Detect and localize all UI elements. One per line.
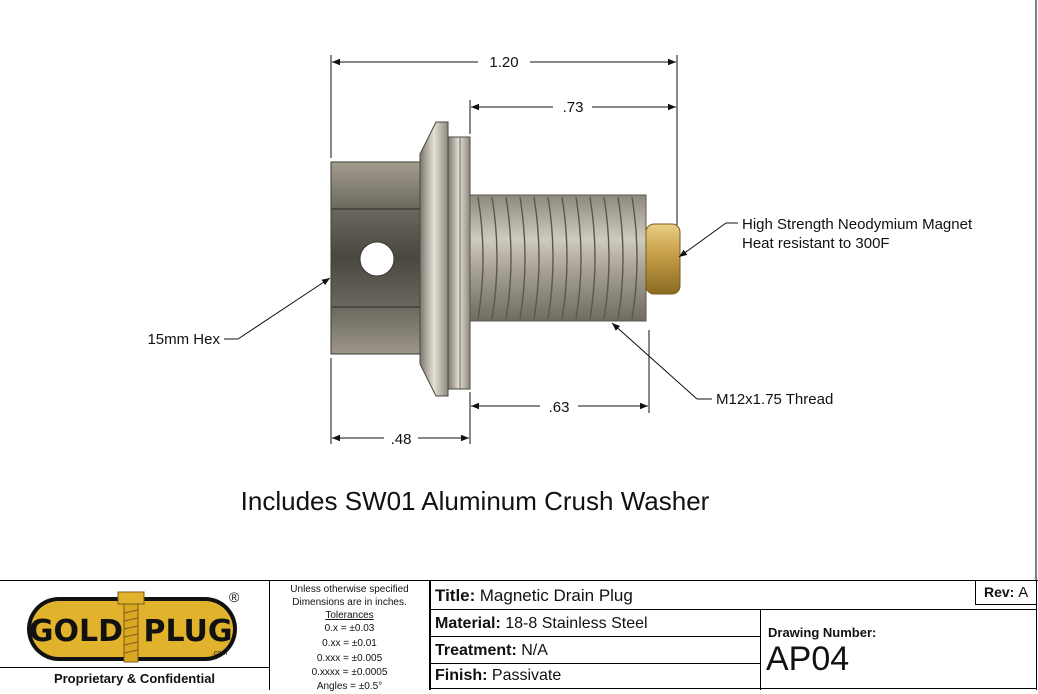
treatment-field: Treatment: N/A <box>435 642 548 660</box>
finish-value: Passivate <box>491 667 562 684</box>
finish-label: Finish: <box>435 667 488 684</box>
thread-crest <box>533 196 540 320</box>
callout-hex: 15mm Hex <box>147 331 220 348</box>
callout-magnet-line2: Heat resistant to 300F <box>742 235 890 252</box>
rev-value: A <box>1018 584 1029 601</box>
finish-field: Finish: Passivate <box>435 667 561 685</box>
tolerance-row: Angles = ±0.5° <box>316 681 383 692</box>
treatment-label: Treatment: <box>435 642 517 659</box>
callout-magnet-line1: High Strength Neodymium Magnet <box>742 216 973 233</box>
safety-wire-hole <box>359 241 395 277</box>
tolerance-row: 0.xxx = ±0.005 <box>316 653 383 664</box>
flange <box>419 121 449 397</box>
logo-word-right: PLUG <box>143 614 232 649</box>
dimension-head-length <box>330 358 471 444</box>
callout-magnet-leader <box>678 222 738 258</box>
dim-label-overall: 1.20 <box>489 54 518 71</box>
dim-label-thread-length: .63 <box>549 399 570 416</box>
logo-badge: GOLD PLUG .com <box>27 591 237 663</box>
thread-crest <box>547 196 554 320</box>
dim-label-thread-plus-magnet: .73 <box>563 99 584 116</box>
material-label: Material: <box>435 615 501 632</box>
logo-word-left: GOLD <box>29 614 123 649</box>
threaded-shank <box>469 194 647 322</box>
title-label: Title: <box>435 586 476 605</box>
drawing-number-value: AP04 <box>766 640 850 678</box>
tolerance-note-line2: Dimensions are in inches. <box>292 597 407 608</box>
material-value: 18-8 Stainless Steel <box>505 615 648 632</box>
thread-crest <box>561 196 568 320</box>
callout-thread-leader <box>611 322 712 400</box>
thread-crest <box>603 196 610 320</box>
title-value: Magnetic Drain Plug <box>479 586 633 605</box>
thread-crest <box>505 196 512 320</box>
thread-crest <box>631 196 638 320</box>
tolerance-row: 0.xxxx = ±0.0005 <box>311 667 388 678</box>
title-field: Title: Magnetic Drain Plug <box>435 586 633 606</box>
proprietary-label: Proprietary & Confidential <box>53 671 216 686</box>
rev-field: Rev: A <box>984 584 1028 601</box>
dimension-overall-length <box>330 55 678 225</box>
thread-crest <box>519 196 526 320</box>
washer-note: Includes SW01 Aluminum Crush Washer <box>240 486 710 516</box>
gold-plug-logo: GOLD PLUG .com <box>26 589 238 665</box>
drawing-number-label: Drawing Number: <box>768 625 877 640</box>
magnet <box>645 223 681 295</box>
thread-crest <box>477 196 484 320</box>
material-field: Material: 18-8 Stainless Steel <box>435 615 648 633</box>
dim-label-head-length: .48 <box>391 431 412 448</box>
thread-crest <box>491 196 498 320</box>
treatment-value: N/A <box>521 642 548 659</box>
registered-mark: ® <box>229 589 240 605</box>
logo-subtext: .com <box>212 650 227 657</box>
tolerance-note-line1: Unless otherwise specified <box>290 584 409 595</box>
thread-crest <box>617 196 624 320</box>
callout-hex-leader <box>224 277 331 340</box>
tolerances-heading: Tolerances <box>325 610 374 621</box>
callout-thread: M12x1.75 Thread <box>716 391 833 408</box>
tolerance-row: 0.x = ±0.03 <box>324 623 375 634</box>
technical-drawing: 1.20 .73 .63 .48 High Strength Neodymium… <box>147 0 1037 580</box>
drain-plug-illustration <box>330 121 681 397</box>
tolerance-row: 0.xx = ±0.01 <box>322 638 377 649</box>
thread-crest <box>575 196 582 320</box>
dimension-thread-plus-magnet <box>469 100 676 134</box>
rev-label: Rev: <box>984 584 1015 600</box>
thread-crest <box>589 196 596 320</box>
